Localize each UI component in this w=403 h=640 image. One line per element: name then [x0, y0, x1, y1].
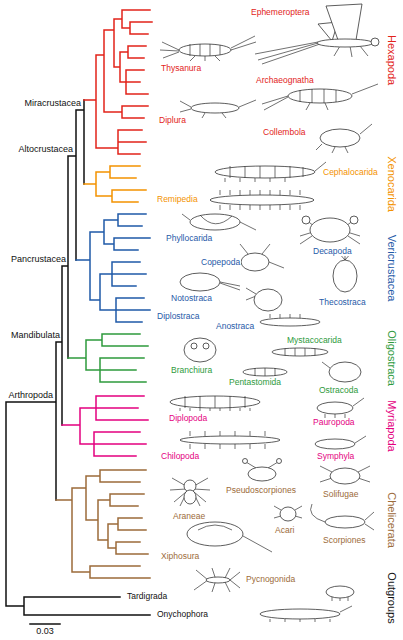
taxon-label: Xiphosura: [160, 552, 200, 561]
taxon-label: Thecostraca: [318, 298, 367, 307]
taxon-label: Chilopoda: [160, 452, 200, 461]
scale-bar: [30, 623, 60, 625]
taxon-label: Onychophora: [156, 610, 209, 619]
taxon-label: Archaeognatha: [255, 76, 315, 85]
scale-label: 0.03: [35, 627, 55, 637]
taxon-label: Solifugae: [322, 490, 359, 499]
clade-label: Outgroups: [386, 571, 398, 624]
taxon-label: Pauropoda: [312, 418, 356, 427]
taxon-label: Ephemeroptera: [250, 8, 311, 17]
chelicerata-branch: [56, 470, 150, 578]
taxon-label: Diplopoda: [168, 414, 208, 423]
taxon-label: Pycnogonida: [245, 575, 296, 584]
clade-label: Oligostraca: [386, 329, 398, 387]
tree-branches: [6, 10, 152, 624]
node-label: Arthropoda: [7, 391, 54, 401]
taxon-label: Pseudoscorpiones: [225, 486, 297, 495]
taxon-label: Araneae: [172, 512, 206, 521]
taxon-label: Branchiura: [170, 366, 213, 375]
clade-label: Hexapoda: [386, 34, 398, 86]
taxon-label: Phyllocarida: [165, 234, 213, 243]
node-label: Miracrustacea: [23, 99, 82, 109]
clade-label: Myriapoda: [386, 399, 398, 452]
xenocarida-branch: [84, 166, 146, 202]
taxon-label: Mystacocarida: [286, 336, 343, 345]
node-label: Pancrustacea: [10, 255, 67, 265]
taxon-label: Thysanura: [160, 64, 202, 73]
taxon-label: Diplura: [158, 116, 187, 125]
taxon-label: Notostraca: [170, 294, 213, 303]
clade-label: Vericrustacea: [386, 234, 398, 303]
clade-label: Chelicerata: [386, 491, 398, 549]
backbone-branch: [6, 100, 150, 615]
clade-label: Xenocarida: [386, 155, 398, 213]
taxon-label: Ostracoda: [318, 386, 359, 395]
node-label: Mandibulata: [10, 331, 61, 341]
taxon-label: Remipedia: [156, 195, 199, 204]
taxon-label: Collembola: [262, 128, 307, 137]
oligostraca-branch: [68, 334, 148, 382]
taxon-label: Copepoda: [200, 258, 241, 267]
hexapoda-branch: [84, 10, 152, 154]
taxon-label: Symphyla: [316, 452, 355, 461]
taxon-label: Tardigrada: [126, 592, 168, 601]
taxon-label: Acari: [274, 526, 295, 535]
taxon-label: Anostraca: [215, 322, 255, 331]
taxon-label: Pentastomida: [228, 378, 282, 387]
myriapoda-branch: [62, 396, 148, 456]
vericrustacea-branch: [76, 214, 150, 322]
taxon-label: Cephalocarida: [322, 168, 379, 177]
node-label: Altocrustacea: [17, 145, 74, 155]
taxon-label: Scorpiones: [322, 536, 367, 545]
taxon-label: Decapoda: [312, 247, 353, 256]
taxon-label: Diplostraca: [156, 312, 201, 321]
